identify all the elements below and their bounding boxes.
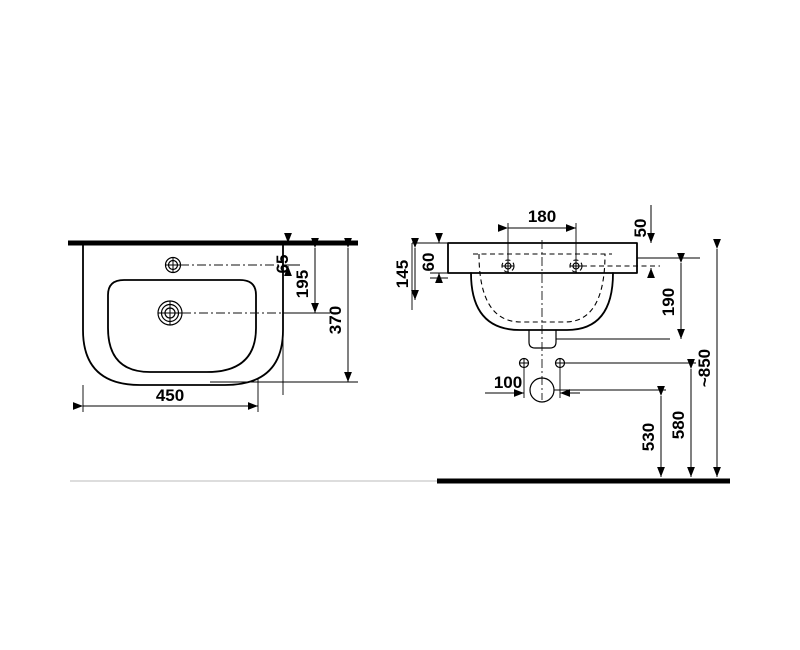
- dimension-label-100: 100: [494, 373, 522, 392]
- dimension-450: 450: [73, 386, 258, 410]
- dimension-label-180: 180: [528, 207, 556, 226]
- side-view-group: 180 50 60 145 190 100: [393, 205, 730, 484]
- dimension-label-65: 65: [273, 255, 292, 274]
- dimension-50: 50: [631, 205, 655, 278]
- basin-inner-bowl-outline: [107, 279, 257, 373]
- supply-connection-right: [554, 357, 566, 369]
- dimension-label-145: 145: [393, 260, 412, 288]
- dimension-580: 580: [669, 359, 695, 477]
- dimension-label-50: 50: [631, 219, 650, 238]
- dimension-label-530: 530: [639, 423, 658, 451]
- basin-inner-hidden-line: [478, 253, 606, 323]
- dimension-65: 65: [273, 233, 292, 276]
- dimension-60: 60: [419, 233, 443, 283]
- dimension-190: 190: [659, 253, 685, 339]
- drain-hole-front: [157, 300, 183, 326]
- dimension-145: 145: [393, 238, 419, 300]
- dimension-label-450: 450: [156, 386, 184, 405]
- dimension-180: 180: [498, 207, 576, 232]
- dimension-label-190: 190: [659, 288, 678, 316]
- dimension-label-850: ~850: [695, 349, 714, 387]
- dimension-label-370: 370: [326, 306, 345, 334]
- dimension-195: 195: [293, 238, 319, 313]
- front-view-group: 65 195 370 450: [68, 233, 358, 412]
- dimension-850: ~850: [695, 239, 721, 477]
- dimension-label-60: 60: [419, 253, 438, 272]
- supply-connection-left: [518, 357, 530, 369]
- basin-outer-outline: [82, 244, 284, 386]
- dimension-530: 530: [639, 386, 665, 477]
- dimension-label-580: 580: [669, 411, 688, 439]
- dimension-100: 100: [485, 373, 580, 397]
- tap-hole-front: [164, 256, 182, 274]
- dimension-label-195: 195: [293, 270, 312, 298]
- dimension-370: 370: [326, 238, 352, 382]
- basin-underside-outline: [470, 272, 614, 331]
- waste-outlet-boss: [528, 329, 557, 349]
- basin-rim-profile: [447, 242, 638, 274]
